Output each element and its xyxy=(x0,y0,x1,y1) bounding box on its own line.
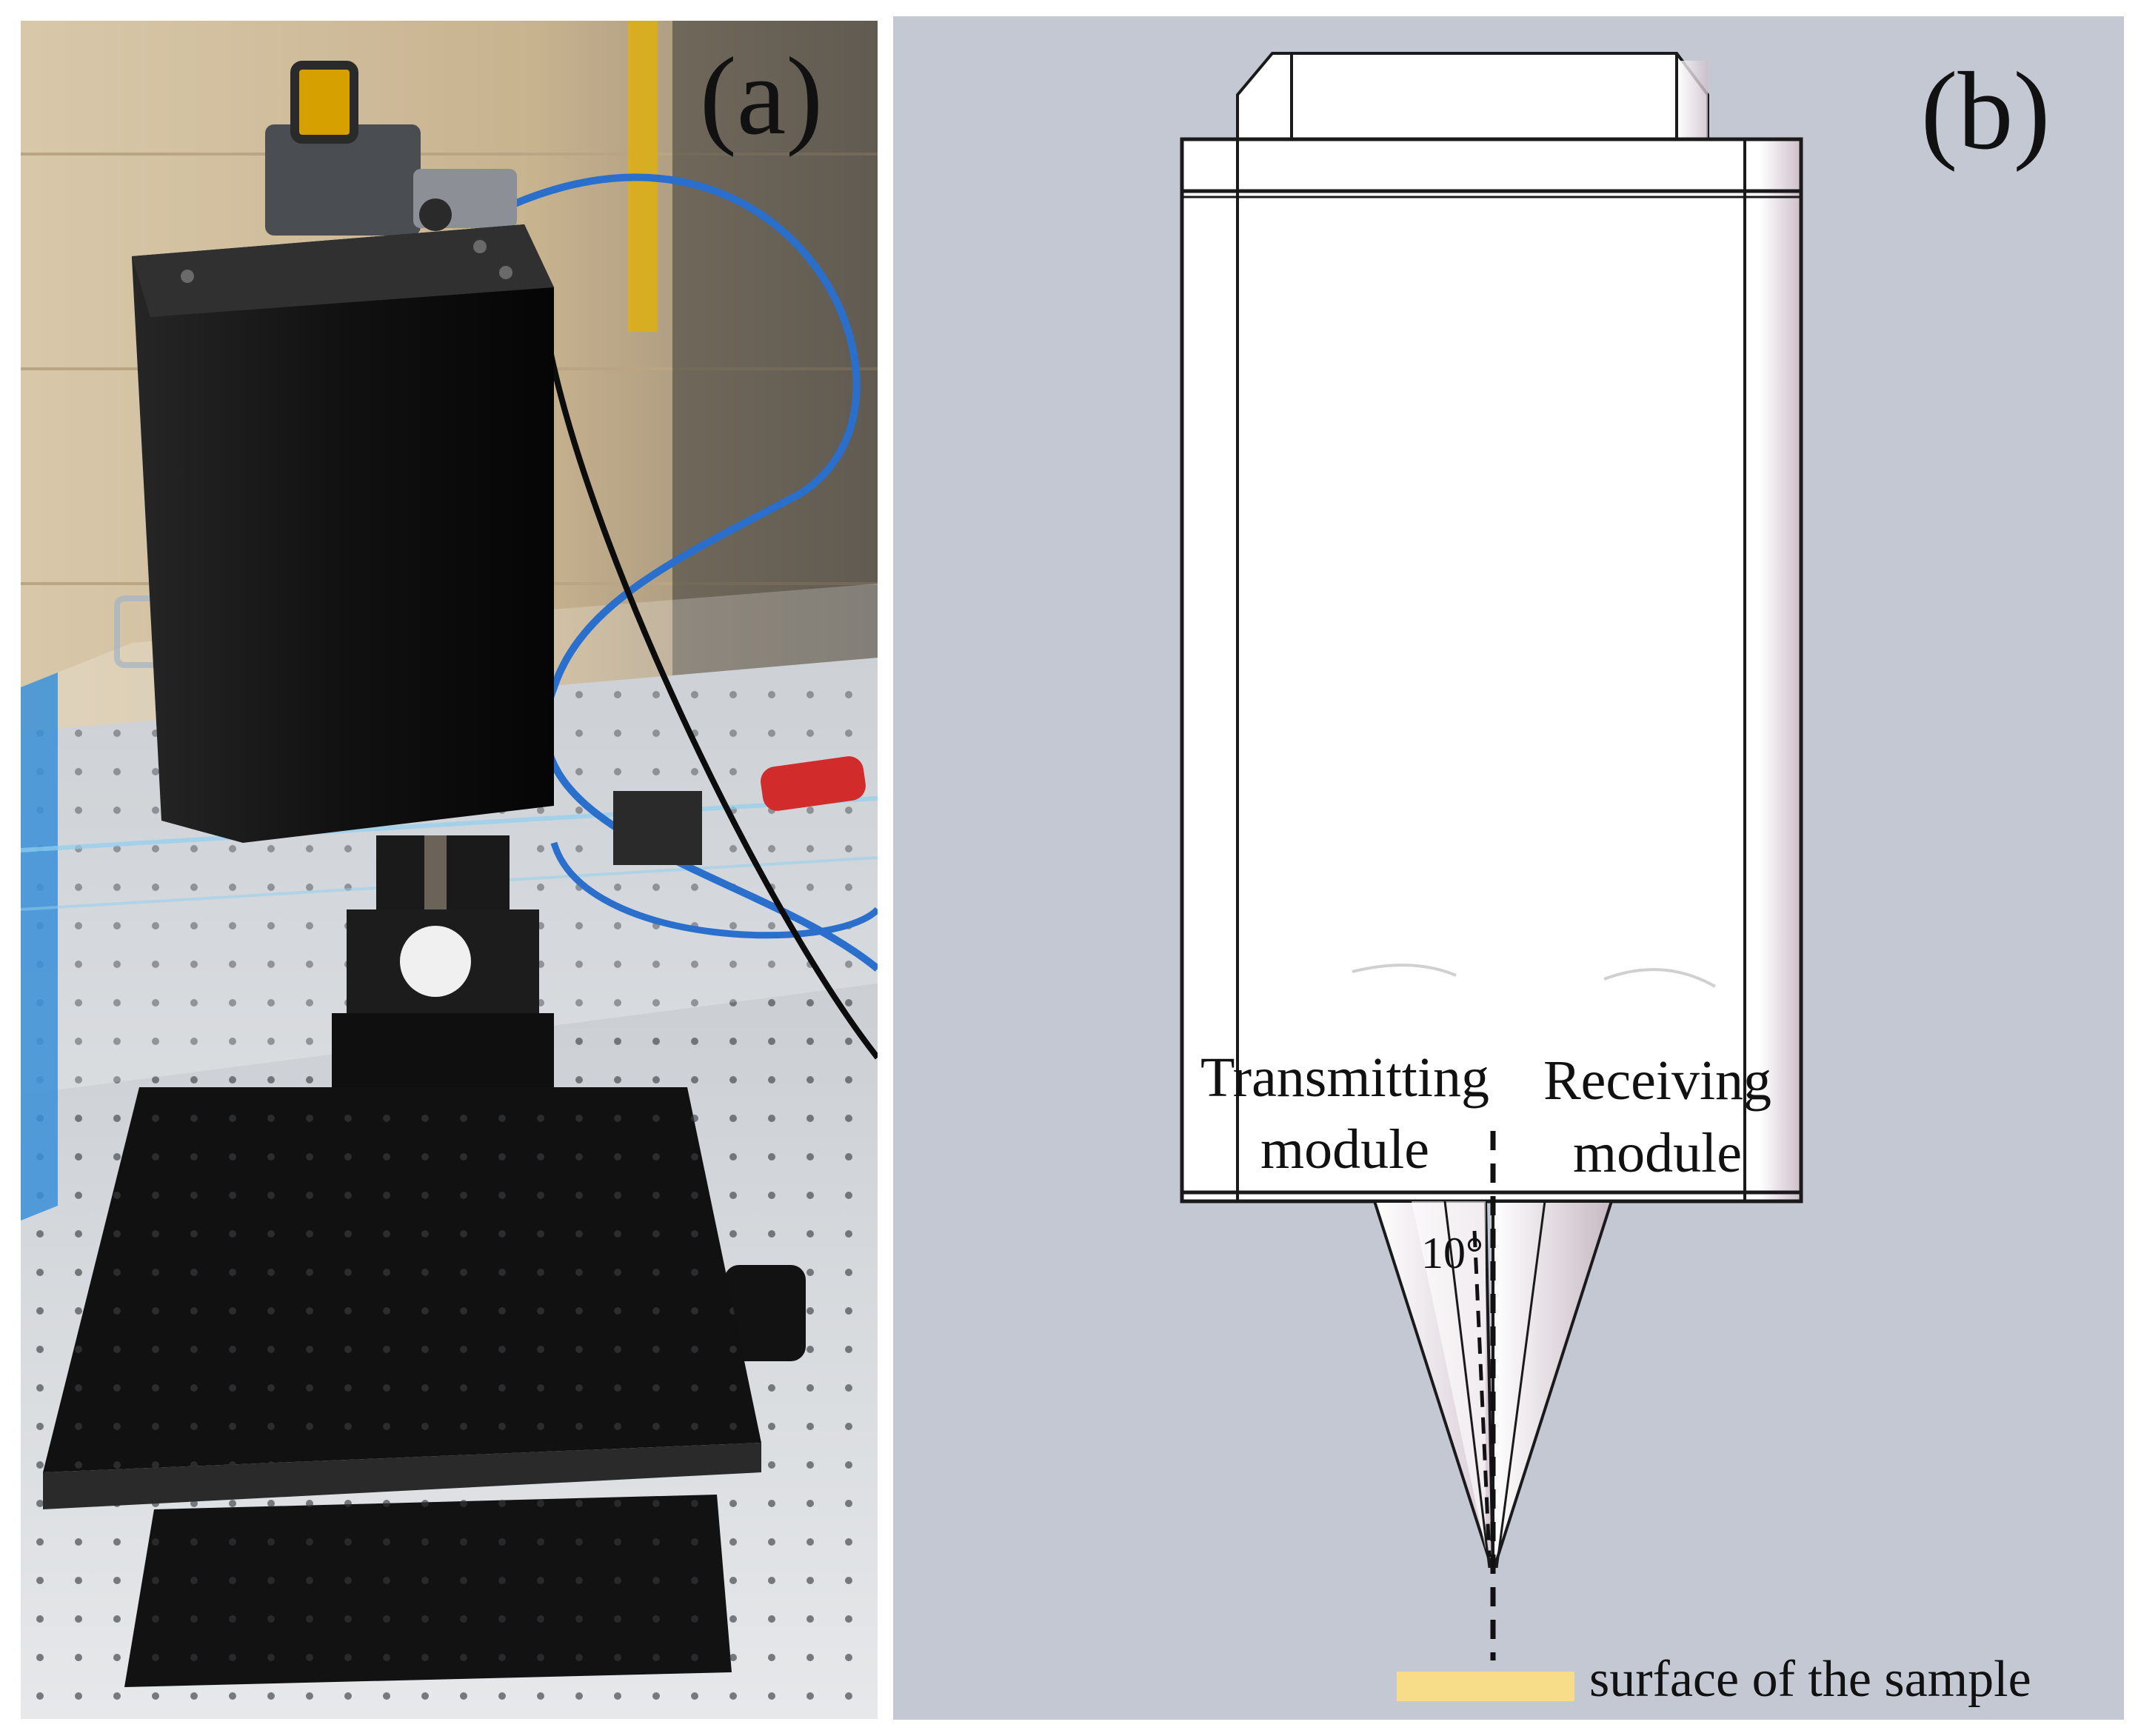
panel-label-a: (a) xyxy=(700,35,823,158)
transmitting-label-line1: Transmitting xyxy=(1200,1046,1489,1109)
black-cable xyxy=(544,331,878,1060)
probe-housing-black xyxy=(132,224,554,843)
receiving-label-line2: module xyxy=(1573,1122,1742,1184)
angle-label: 10° xyxy=(1421,1229,1483,1278)
receiving-label-line1: Receiving xyxy=(1543,1049,1771,1112)
sample-surface xyxy=(1397,1672,1574,1701)
white-sample-disk xyxy=(400,926,471,997)
top-cap xyxy=(1236,52,1709,141)
probe-schematic: Transmitting module Receiving module 10°… xyxy=(893,16,2124,1720)
transmitting-label-line2: module xyxy=(1260,1118,1429,1181)
sample-label: surface of the sample xyxy=(1589,1651,2031,1708)
apparatus-photo: (a) xyxy=(21,21,878,1719)
probe-body xyxy=(1180,137,1803,1203)
cone-right xyxy=(1492,1200,1614,1572)
panel-label-b: (b) xyxy=(1921,50,2051,173)
camera-assembly xyxy=(265,124,421,236)
schematic-panel-b: Transmitting module Receiving module 10°… xyxy=(893,16,2124,1720)
photo-panel-a: (a) xyxy=(21,21,878,1719)
beam-line xyxy=(1472,1230,1492,1558)
